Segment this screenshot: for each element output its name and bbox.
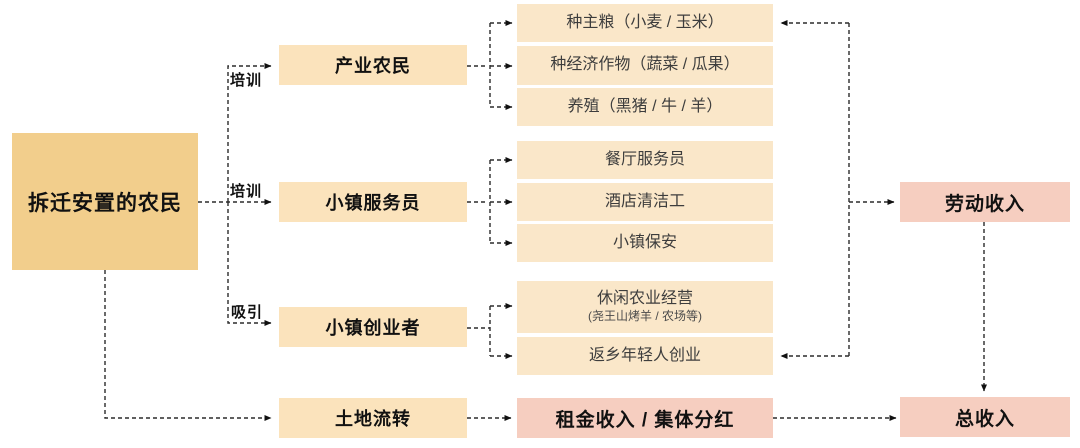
node-job-hotel-cleaner: 酒店清洁工 (517, 183, 773, 221)
node-label: 酒店清洁工 (604, 192, 685, 210)
node-job-returning-youth: 返乡年轻人创业 (517, 337, 773, 375)
node-label: 返乡年轻人创业 (588, 346, 701, 364)
node-label: 种主粮（小麦 / 玉米） (566, 13, 724, 31)
node-rent-income: 租金收入 / 集体分红 (517, 398, 773, 438)
node-total-income: 总收入 (900, 397, 1070, 437)
node-label: 小镇创业者 (325, 318, 421, 338)
node-resettled-farmers: 拆迁安置的农民 (12, 133, 198, 270)
edge-source-to-land (104, 270, 272, 421)
node-label: 劳动收入 (944, 193, 1025, 215)
node-label: 养殖（黑猪 / 牛 / 羊） (567, 97, 723, 115)
node-label: 小镇服务员 (325, 193, 421, 213)
edge-label-train-service: 培训 (230, 183, 263, 200)
node-labor-income: 劳动收入 (900, 182, 1070, 222)
node-label: 拆迁安置的农民 (28, 191, 182, 215)
node-label: 租金收入 / 集体分红 (555, 409, 735, 431)
node-job-town-guard: 小镇保安 (517, 224, 773, 262)
node-label: 土地流转 (335, 409, 411, 429)
edge-label-attract: 吸引 (231, 304, 264, 321)
node-label: 小镇保安 (612, 233, 677, 251)
node-job-breeding: 养殖（黑猪 / 牛 / 羊） (517, 88, 773, 126)
node-job-restaurant-waiter: 餐厅服务员 (517, 141, 773, 179)
edge-label-train-industry: 培训 (230, 72, 263, 89)
node-label: 总收入 (954, 408, 1015, 430)
node-label: 种经济作物（蔬菜 / 瓜果） (550, 56, 740, 74)
node-label: 餐厅服务员 (604, 150, 685, 168)
node-land-transfer: 土地流转 (279, 398, 467, 438)
node-job-staple-grain: 种主粮（小麦 / 玉米） (517, 4, 773, 42)
node-town-service: 小镇服务员 (279, 182, 467, 222)
node-job-leisure-agriculture: 休闲农业经营 (尧王山烤羊 / 农场等) (517, 281, 773, 333)
node-town-entrepreneur: 小镇创业者 (279, 307, 467, 347)
node-label: 休闲农业经营 (596, 290, 693, 308)
node-sublabel: (尧王山烤羊 / 农场等) (588, 308, 702, 323)
node-label: 产业农民 (335, 56, 411, 76)
node-industry-farmer: 产业农民 (279, 45, 467, 85)
node-job-cash-crops: 种经济作物（蔬菜 / 瓜果） (517, 46, 773, 85)
